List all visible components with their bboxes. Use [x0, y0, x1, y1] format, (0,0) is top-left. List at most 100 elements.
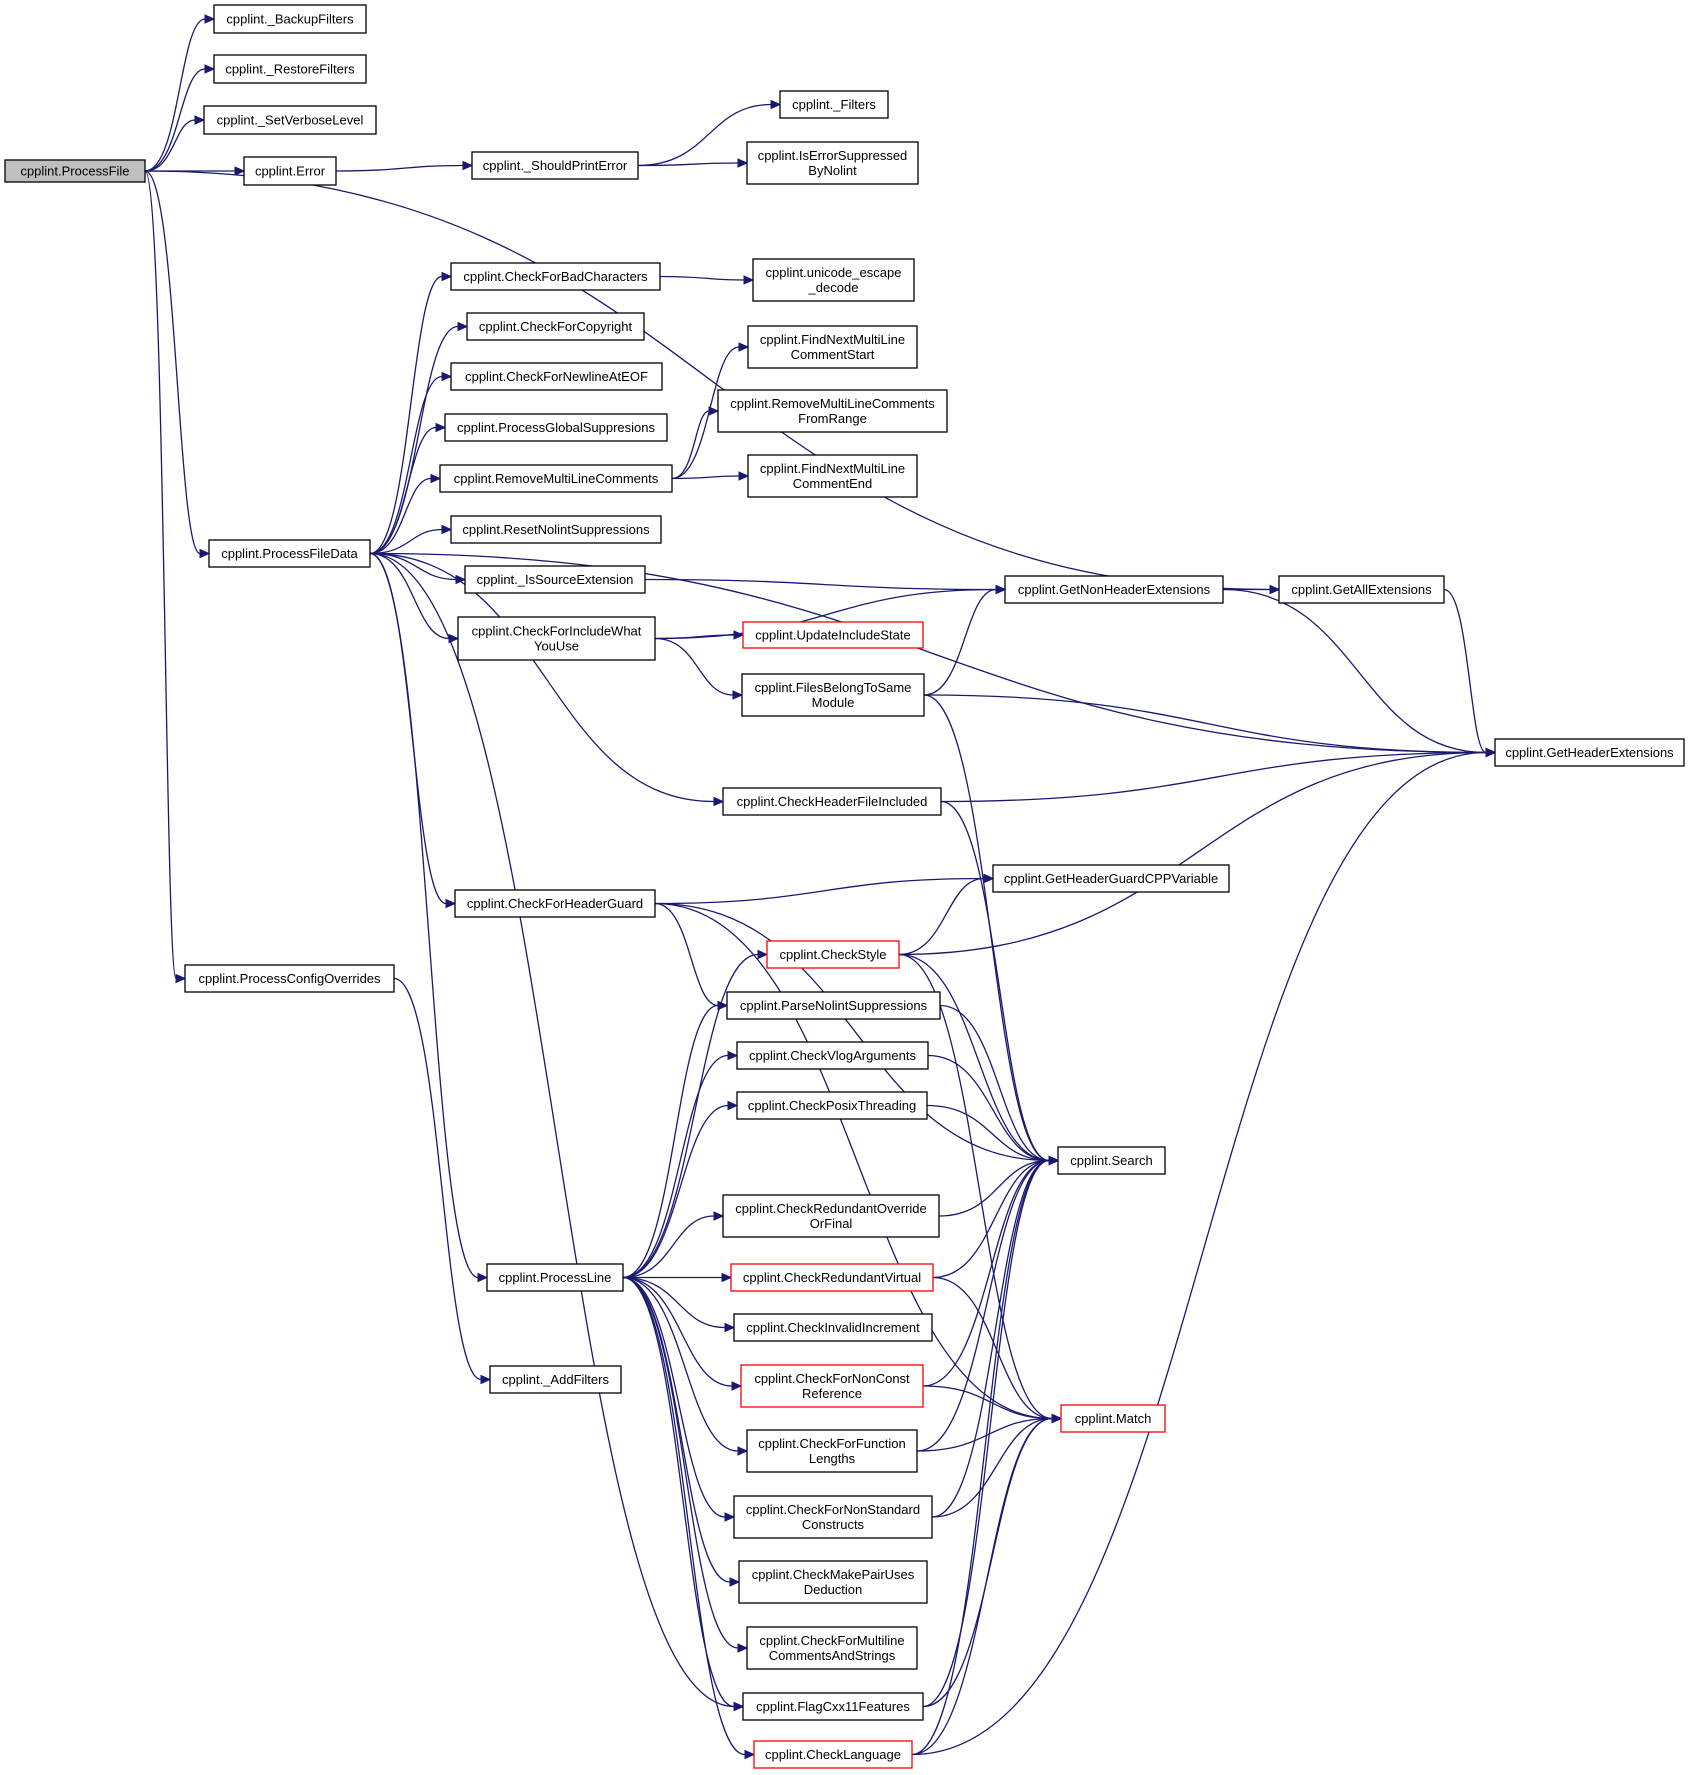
node-getnonheaderextensions[interactable]: cpplint.GetNonHeaderExtensions: [1004, 575, 1224, 604]
arrowhead-icon: [175, 973, 187, 984]
node-restorefilters[interactable]: cpplint._RestoreFilters: [213, 54, 367, 84]
node-addfilters[interactable]: cpplint._AddFilters: [489, 1365, 622, 1394]
node-removemultilinecomments[interactable]: cpplint.RemoveMultiLineComments: [439, 464, 673, 493]
edge-line: [932, 1276, 1053, 1420]
node-error[interactable]: cpplint.Error: [243, 156, 337, 186]
node-checkfornewlineateof[interactable]: cpplint.CheckForNewlineAtEOF: [450, 362, 663, 391]
node-processfiledata[interactable]: cpplint.ProcessFileData: [208, 539, 371, 568]
node-match[interactable]: cpplint.Match: [1060, 1404, 1166, 1433]
node-label: cpplint.Search: [1070, 1153, 1152, 1168]
edge-checkheaderfileincluded-to-getheaderextensions: [940, 747, 1497, 803]
node-label: YouUse: [534, 639, 579, 654]
node-resetnolintsuppressions[interactable]: cpplint.ResetNolintSuppressions: [450, 515, 662, 544]
edge-line: [1222, 588, 1487, 754]
node-checkposixthreading[interactable]: cpplint.CheckPosixThreading: [736, 1091, 928, 1120]
edge-checkfornonconstreference-to-search: [922, 1155, 1060, 1387]
edge-processline-to-checklanguage: [622, 1276, 756, 1760]
node-label: CommentStart: [791, 347, 875, 362]
node-getheaderextensions[interactable]: cpplint.GetHeaderExtensions: [1494, 738, 1685, 767]
edge-line: [369, 375, 443, 555]
arrowhead-icon: [462, 160, 474, 171]
node-box: [736, 1091, 928, 1120]
node-backupfilters[interactable]: cpplint._BackupFilters: [213, 4, 367, 34]
node-flagcxx11features[interactable]: cpplint.FlagCxx11Features: [742, 1692, 924, 1721]
edge-processfiledata-to-resetnolintsuppressions: [369, 524, 453, 555]
edge-line: [898, 953, 1053, 1420]
arrowhead-icon: [983, 873, 995, 884]
node-checkstyle[interactable]: cpplint.CheckStyle: [766, 940, 900, 969]
edge-checkforincludewhatyouuse-to-updateincludestate: [654, 630, 745, 640]
node-box: [457, 616, 656, 661]
edge-shouldprinterror-to-filters: [637, 99, 782, 167]
node-search[interactable]: cpplint.Search: [1057, 1146, 1166, 1175]
node-label: cpplint.CheckRedundantOverride: [735, 1201, 927, 1216]
node-parsenolintsuppressions[interactable]: cpplint.ParseNolintSuppressions: [726, 991, 941, 1020]
node-getheaderguardcppvariable[interactable]: cpplint.GetHeaderGuardCPPVariable: [992, 864, 1230, 893]
arrowhead-icon: [204, 64, 216, 74]
arrowhead-icon: [757, 949, 769, 960]
node-processconfigoverrides[interactable]: cpplint.ProcessConfigOverrides: [184, 964, 395, 993]
edge-removemultilinecomments-to-removemultilinecommentsfromrange: [671, 406, 720, 480]
edge-line: [144, 119, 196, 172]
node-label: cpplint.ProcessFileData: [221, 546, 358, 561]
edge-line: [369, 275, 443, 555]
node-box: [722, 1194, 940, 1238]
node-processfile[interactable]: cpplint.ProcessFile: [4, 159, 146, 183]
node-getallextensions[interactable]: cpplint.GetAllExtensions: [1278, 575, 1445, 604]
node-updateincludestate[interactable]: cpplint.UpdateIncludeState: [742, 621, 924, 649]
node-processline[interactable]: cpplint.ProcessLine: [486, 1263, 624, 1292]
node-box: [746, 141, 919, 185]
node-checkformultilinecommentsandstrings[interactable]: cpplint.CheckForMultilineCommentsAndStri…: [746, 1626, 918, 1670]
node-box: [184, 964, 395, 993]
node-label: cpplint.CheckForNonStandard: [746, 1502, 920, 1517]
node-checkforbadcharacters[interactable]: cpplint.CheckForBadCharacters: [450, 262, 661, 291]
edge-processline-to-parsenolintsuppressions: [622, 1000, 729, 1279]
node-box: [486, 1263, 624, 1292]
node-checklanguage[interactable]: cpplint.CheckLanguage: [753, 1740, 913, 1769]
arrowhead-icon: [713, 1211, 725, 1221]
edge-line: [927, 1054, 1050, 1162]
node-issourceextension[interactable]: cpplint._IsSourceExtension: [464, 565, 646, 594]
node-box: [722, 787, 942, 816]
node-filters[interactable]: cpplint._Filters: [779, 90, 889, 119]
edge-getallextensions-to-getheaderextensions: [1443, 588, 1497, 758]
edge-processline-to-checkredundantoverrideorfinal: [622, 1211, 725, 1279]
edge-line: [939, 1004, 1050, 1162]
node-box: [444, 413, 668, 442]
node-label: cpplint._RestoreFilters: [225, 62, 355, 77]
node-label: cpplint.CheckPosixThreading: [748, 1098, 916, 1113]
node-checkredundantvirtual[interactable]: cpplint.CheckRedundantVirtual: [730, 1263, 934, 1292]
node-label: cpplint.ParseNolintSuppressions: [740, 998, 928, 1013]
edge-line: [1443, 588, 1487, 754]
node-label: cpplint.RemoveMultiLineComments: [454, 471, 659, 486]
node-label: cpplint.CheckVlogArguments: [749, 1048, 916, 1063]
node-setverboselevel[interactable]: cpplint._SetVerboseLevel: [203, 105, 377, 135]
node-box: [1278, 575, 1445, 604]
node-shouldprinterror[interactable]: cpplint._ShouldPrintError: [471, 151, 639, 180]
arrowhead-icon: [738, 342, 750, 352]
node-label: cpplint.GetHeaderGuardCPPVariable: [1004, 871, 1218, 886]
node-checkheaderfileincluded[interactable]: cpplint.CheckHeaderFileIncluded: [722, 787, 942, 816]
node-unicodeescape[interactable]: cpplint.unicode_escape_decode: [752, 258, 915, 302]
node-checkforcopyright[interactable]: cpplint.CheckForCopyright: [466, 312, 645, 341]
node-checkforheaderguard[interactable]: cpplint.CheckForHeaderGuard: [454, 889, 656, 918]
node-label: Module: [812, 695, 855, 710]
node-label: cpplint.CheckForIncludeWhat: [472, 624, 642, 639]
node-checkinvalidincrement[interactable]: cpplint.CheckInvalidIncrement: [733, 1313, 933, 1342]
node-checkvlogarguments[interactable]: cpplint.CheckVlogArguments: [736, 1041, 929, 1070]
node-label: cpplint.CheckForNewlineAtEOF: [465, 369, 648, 384]
node-box: [779, 90, 889, 119]
node-processglobalsuppresions[interactable]: cpplint.ProcessGlobalSuppresions: [444, 413, 668, 442]
edge-flagcxx11features-to-search: [922, 1155, 1060, 1708]
